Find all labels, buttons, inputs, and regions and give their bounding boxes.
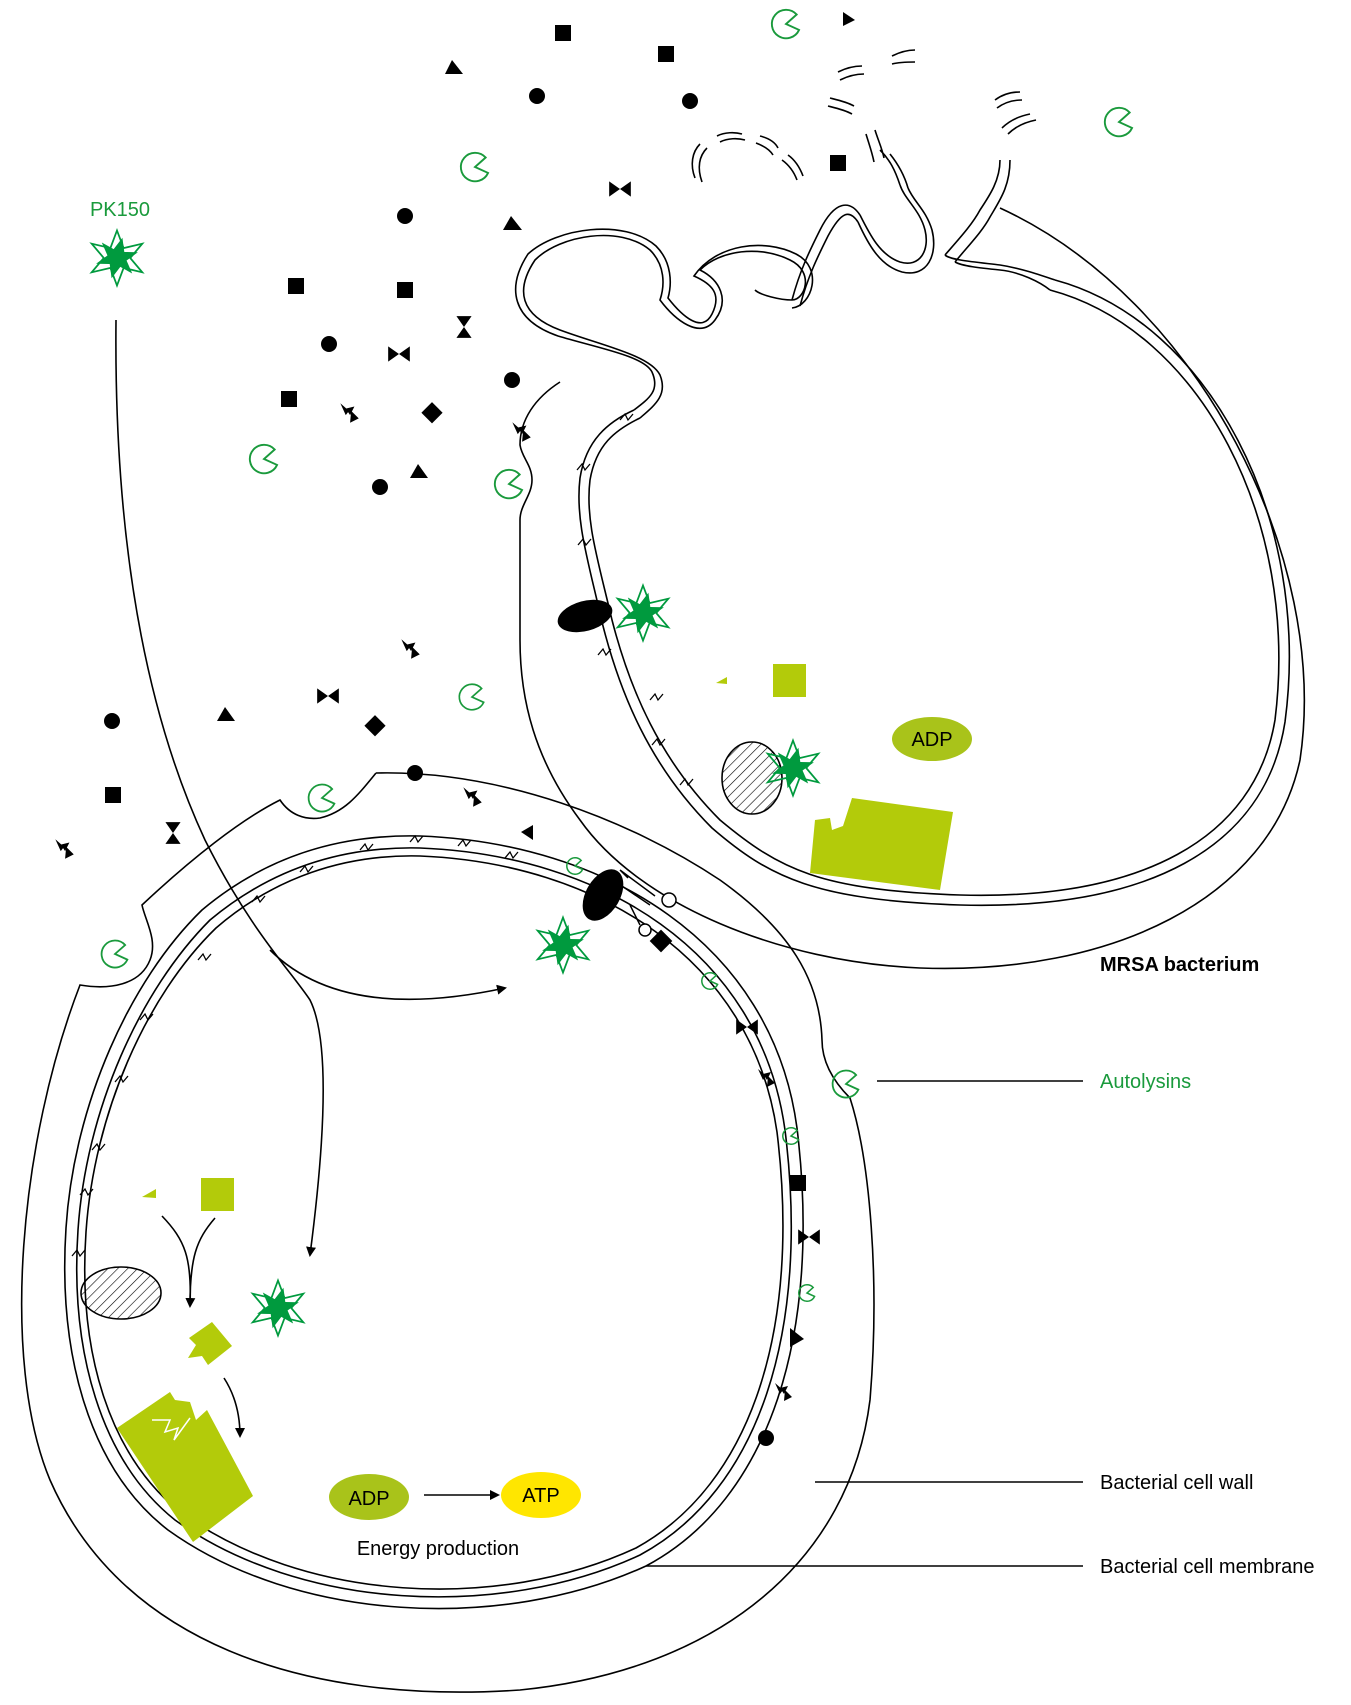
- wall-fragments: [691, 49, 1037, 183]
- autolysin-small-2: [701, 972, 719, 991]
- atp-ellipse: [501, 1472, 581, 1518]
- atp-label: ATP: [522, 1485, 559, 1507]
- adp-label-bottom: ADP: [348, 1488, 389, 1510]
- pbp2a-protein-bottom: [582, 869, 624, 921]
- arrow-merge-left: [161, 1215, 196, 1308]
- arrow-to-synthase: [223, 1377, 245, 1438]
- energy-production-label: Energy production: [357, 1538, 519, 1560]
- adp-label-top: ADP: [911, 729, 952, 751]
- adp-ellipse-top: [892, 717, 972, 761]
- pk150-star-bottom-2: [251, 1279, 305, 1337]
- atp-synthase-bottom: [117, 1392, 253, 1542]
- substrate-square-bottom: [201, 1178, 234, 1211]
- atp-synthase-top: [810, 798, 953, 890]
- mrsa-bacterium-label: MRSA bacterium: [1100, 954, 1259, 976]
- arrow-pk150-to-pbp: [269, 949, 507, 1001]
- hatched-protein-top: [721, 741, 783, 815]
- arrow-pk150-to-interior: [115, 319, 324, 1257]
- square-wall-1: [790, 1175, 806, 1191]
- substrate-triangle-top: [716, 677, 727, 684]
- autolysin-wall-2: [100, 939, 129, 969]
- pk150-star-source: [90, 229, 144, 287]
- substrate-square-top: [773, 664, 806, 697]
- hatched-protein-bottom: [80, 1266, 162, 1320]
- autolysin-wall-1: [307, 783, 336, 813]
- autolysin-small-4: [798, 1284, 816, 1303]
- extracellular-molecules: [55, 8, 1134, 859]
- cell-membrane-label: Bacterial cell membrane: [1100, 1556, 1315, 1578]
- membrane-lipids-bottom: [71, 834, 519, 1258]
- pk150-label: PK150: [90, 199, 150, 221]
- top-cell-wall: [519, 207, 1305, 970]
- membrane-bulges: [522, 234, 807, 419]
- diamond-wall-1: [649, 929, 673, 953]
- circle-wall-1: [758, 1430, 774, 1446]
- substrate-triangle-bottom: [142, 1189, 156, 1198]
- bottom-cell-wall: [20, 772, 875, 1693]
- top-cell-membrane: [588, 289, 1280, 897]
- bowtie-wall-2: [798, 1229, 820, 1245]
- membrane-lipids-top: [576, 412, 694, 787]
- pk150-star-bottom-1: [536, 916, 590, 974]
- triangle-wall-1: [790, 1328, 804, 1347]
- autolysin-small-1: [566, 857, 584, 876]
- mrsa-bacterium-top: ADP: [514, 49, 1305, 970]
- cell-wall-label: Bacterial cell wall: [1100, 1472, 1253, 1494]
- combined-substrate: [188, 1322, 232, 1365]
- arrow-merge-right: [189, 1217, 216, 1307]
- autolysins-label: Autolysins: [1100, 1071, 1191, 1093]
- pk150-star-top-1: [616, 584, 670, 642]
- pbp2a-protein-top: [557, 599, 613, 633]
- mrsa-bacterium-bottom: ADP ATP Energy production: [20, 772, 875, 1693]
- adp-ellipse-bottom: [329, 1474, 409, 1520]
- bottom-cell-membrane: [75, 847, 793, 1598]
